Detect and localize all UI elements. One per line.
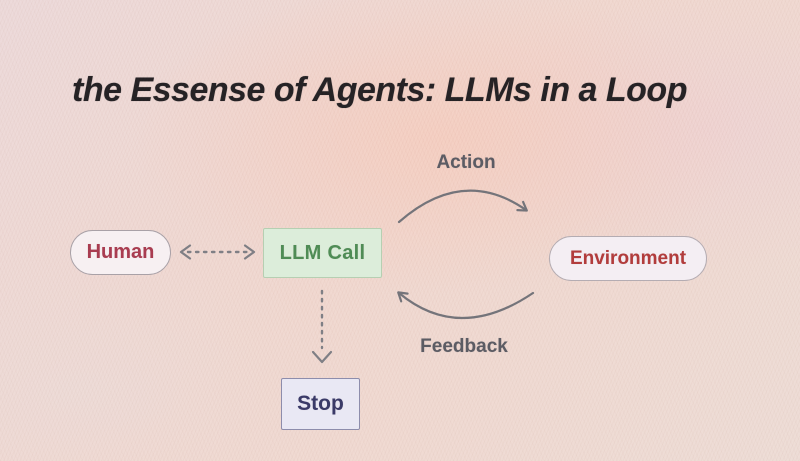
node-llm-call-label: LLM Call xyxy=(279,241,366,264)
feedback-arrow xyxy=(397,291,535,319)
action-arrow xyxy=(397,189,528,224)
node-human-label: Human xyxy=(86,241,155,263)
node-llm-call: LLM Call xyxy=(263,228,382,278)
node-stop: Stop xyxy=(281,378,360,430)
node-stop-label: Stop xyxy=(297,392,344,415)
node-human: Human xyxy=(70,230,171,275)
feedback-edge-label: Feedback xyxy=(420,336,508,357)
node-environment: Environment xyxy=(549,236,707,281)
slide-title: the Essense of Agents: LLMs in a Loop xyxy=(72,71,687,109)
llm-stop-dashed-arrow xyxy=(311,289,333,364)
node-environment-label: Environment xyxy=(569,247,687,269)
action-edge-label: Action xyxy=(436,152,496,173)
human-llm-dashed-arrow xyxy=(179,244,256,260)
